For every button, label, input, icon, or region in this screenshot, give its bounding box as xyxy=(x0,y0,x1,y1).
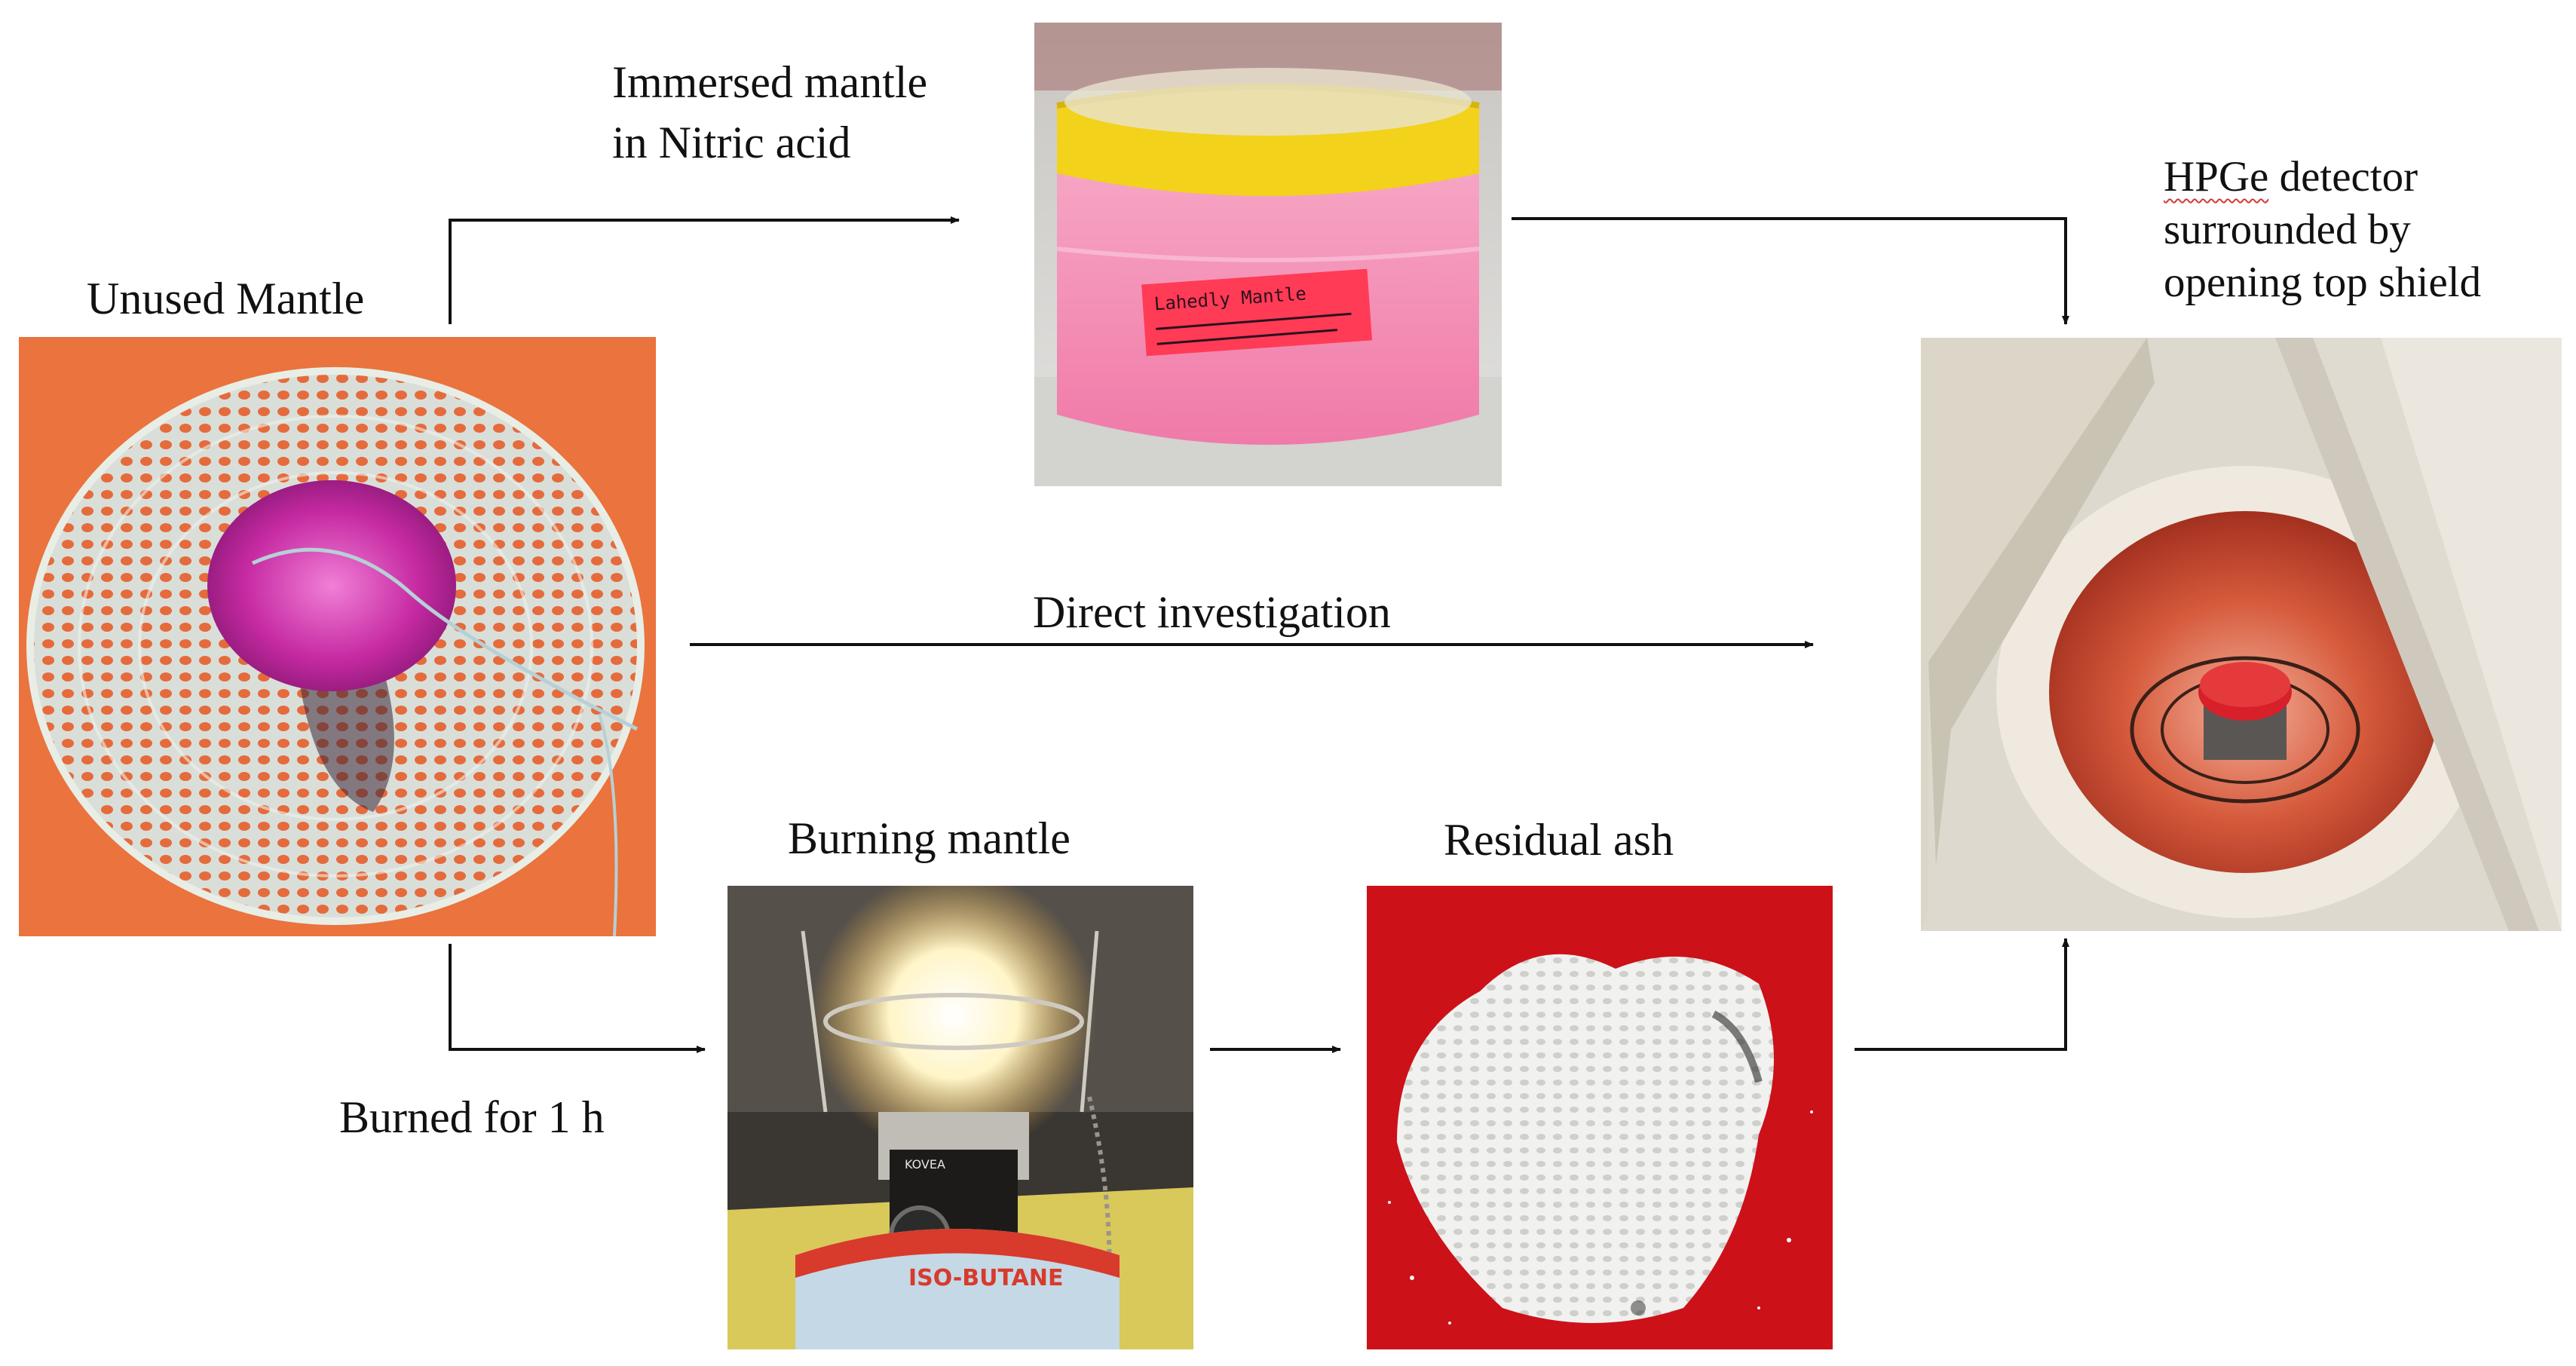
label-direct-investigation: Direct investigation xyxy=(1033,587,1391,637)
label-unused-mantle: Unused Mantle xyxy=(87,274,365,323)
label-burning-mantle: Burning mantle xyxy=(788,813,1071,863)
label-immersed-mantle: Immersed mantle in Nitric acid xyxy=(612,55,927,170)
label-hpge-word: HPGe xyxy=(2164,153,2269,201)
gas-mantle-photo-icon xyxy=(19,337,656,936)
nitric-acid-jar-photo: Lahedly Mantle xyxy=(1034,23,1502,486)
unused-mantle-photo xyxy=(19,337,656,936)
label-residual-ash: Residual ash xyxy=(1444,815,1674,865)
lamp-brand-text: KOVEA xyxy=(905,1157,945,1172)
pink-solution-jar-photo-icon: Lahedly Mantle xyxy=(1034,23,1502,486)
gas-lamp-burning-photo-icon: KOVEA ISO-BUTANE xyxy=(727,886,1193,1349)
label-burned-for: Burned for 1 h xyxy=(339,1092,605,1142)
label-hpge-detector: HPGe detector surrounded by opening top … xyxy=(2164,151,2481,309)
label-hpge-line3: opening top shield xyxy=(2164,259,2482,306)
white-ash-on-red-plate-photo-icon xyxy=(1367,886,1833,1349)
hpge-detector-photo xyxy=(1921,338,2562,931)
arrow-unused-to-immersed xyxy=(449,216,960,324)
arrow-ash-to-detector xyxy=(1855,938,2069,1051)
arrow-unused-to-burning xyxy=(449,944,706,1053)
arrow-immersed-to-detector xyxy=(1512,217,2069,325)
burning-mantle-photo: KOVEA ISO-BUTANE xyxy=(727,886,1193,1349)
label-immersed-line2: in Nitric acid xyxy=(612,118,851,167)
label-hpge-line1: HPGe detector xyxy=(2164,151,2481,204)
residual-ash-photo xyxy=(1367,886,1833,1349)
label-hpge-detector-word: detector xyxy=(2268,153,2418,201)
label-immersed-line1: Immersed mantle xyxy=(612,57,928,107)
can-label-text: ISO-BUTANE xyxy=(908,1265,1063,1291)
hpge-detector-shield-photo-icon xyxy=(1921,338,2562,931)
label-hpge-line2: surrounded by xyxy=(2164,206,2411,253)
